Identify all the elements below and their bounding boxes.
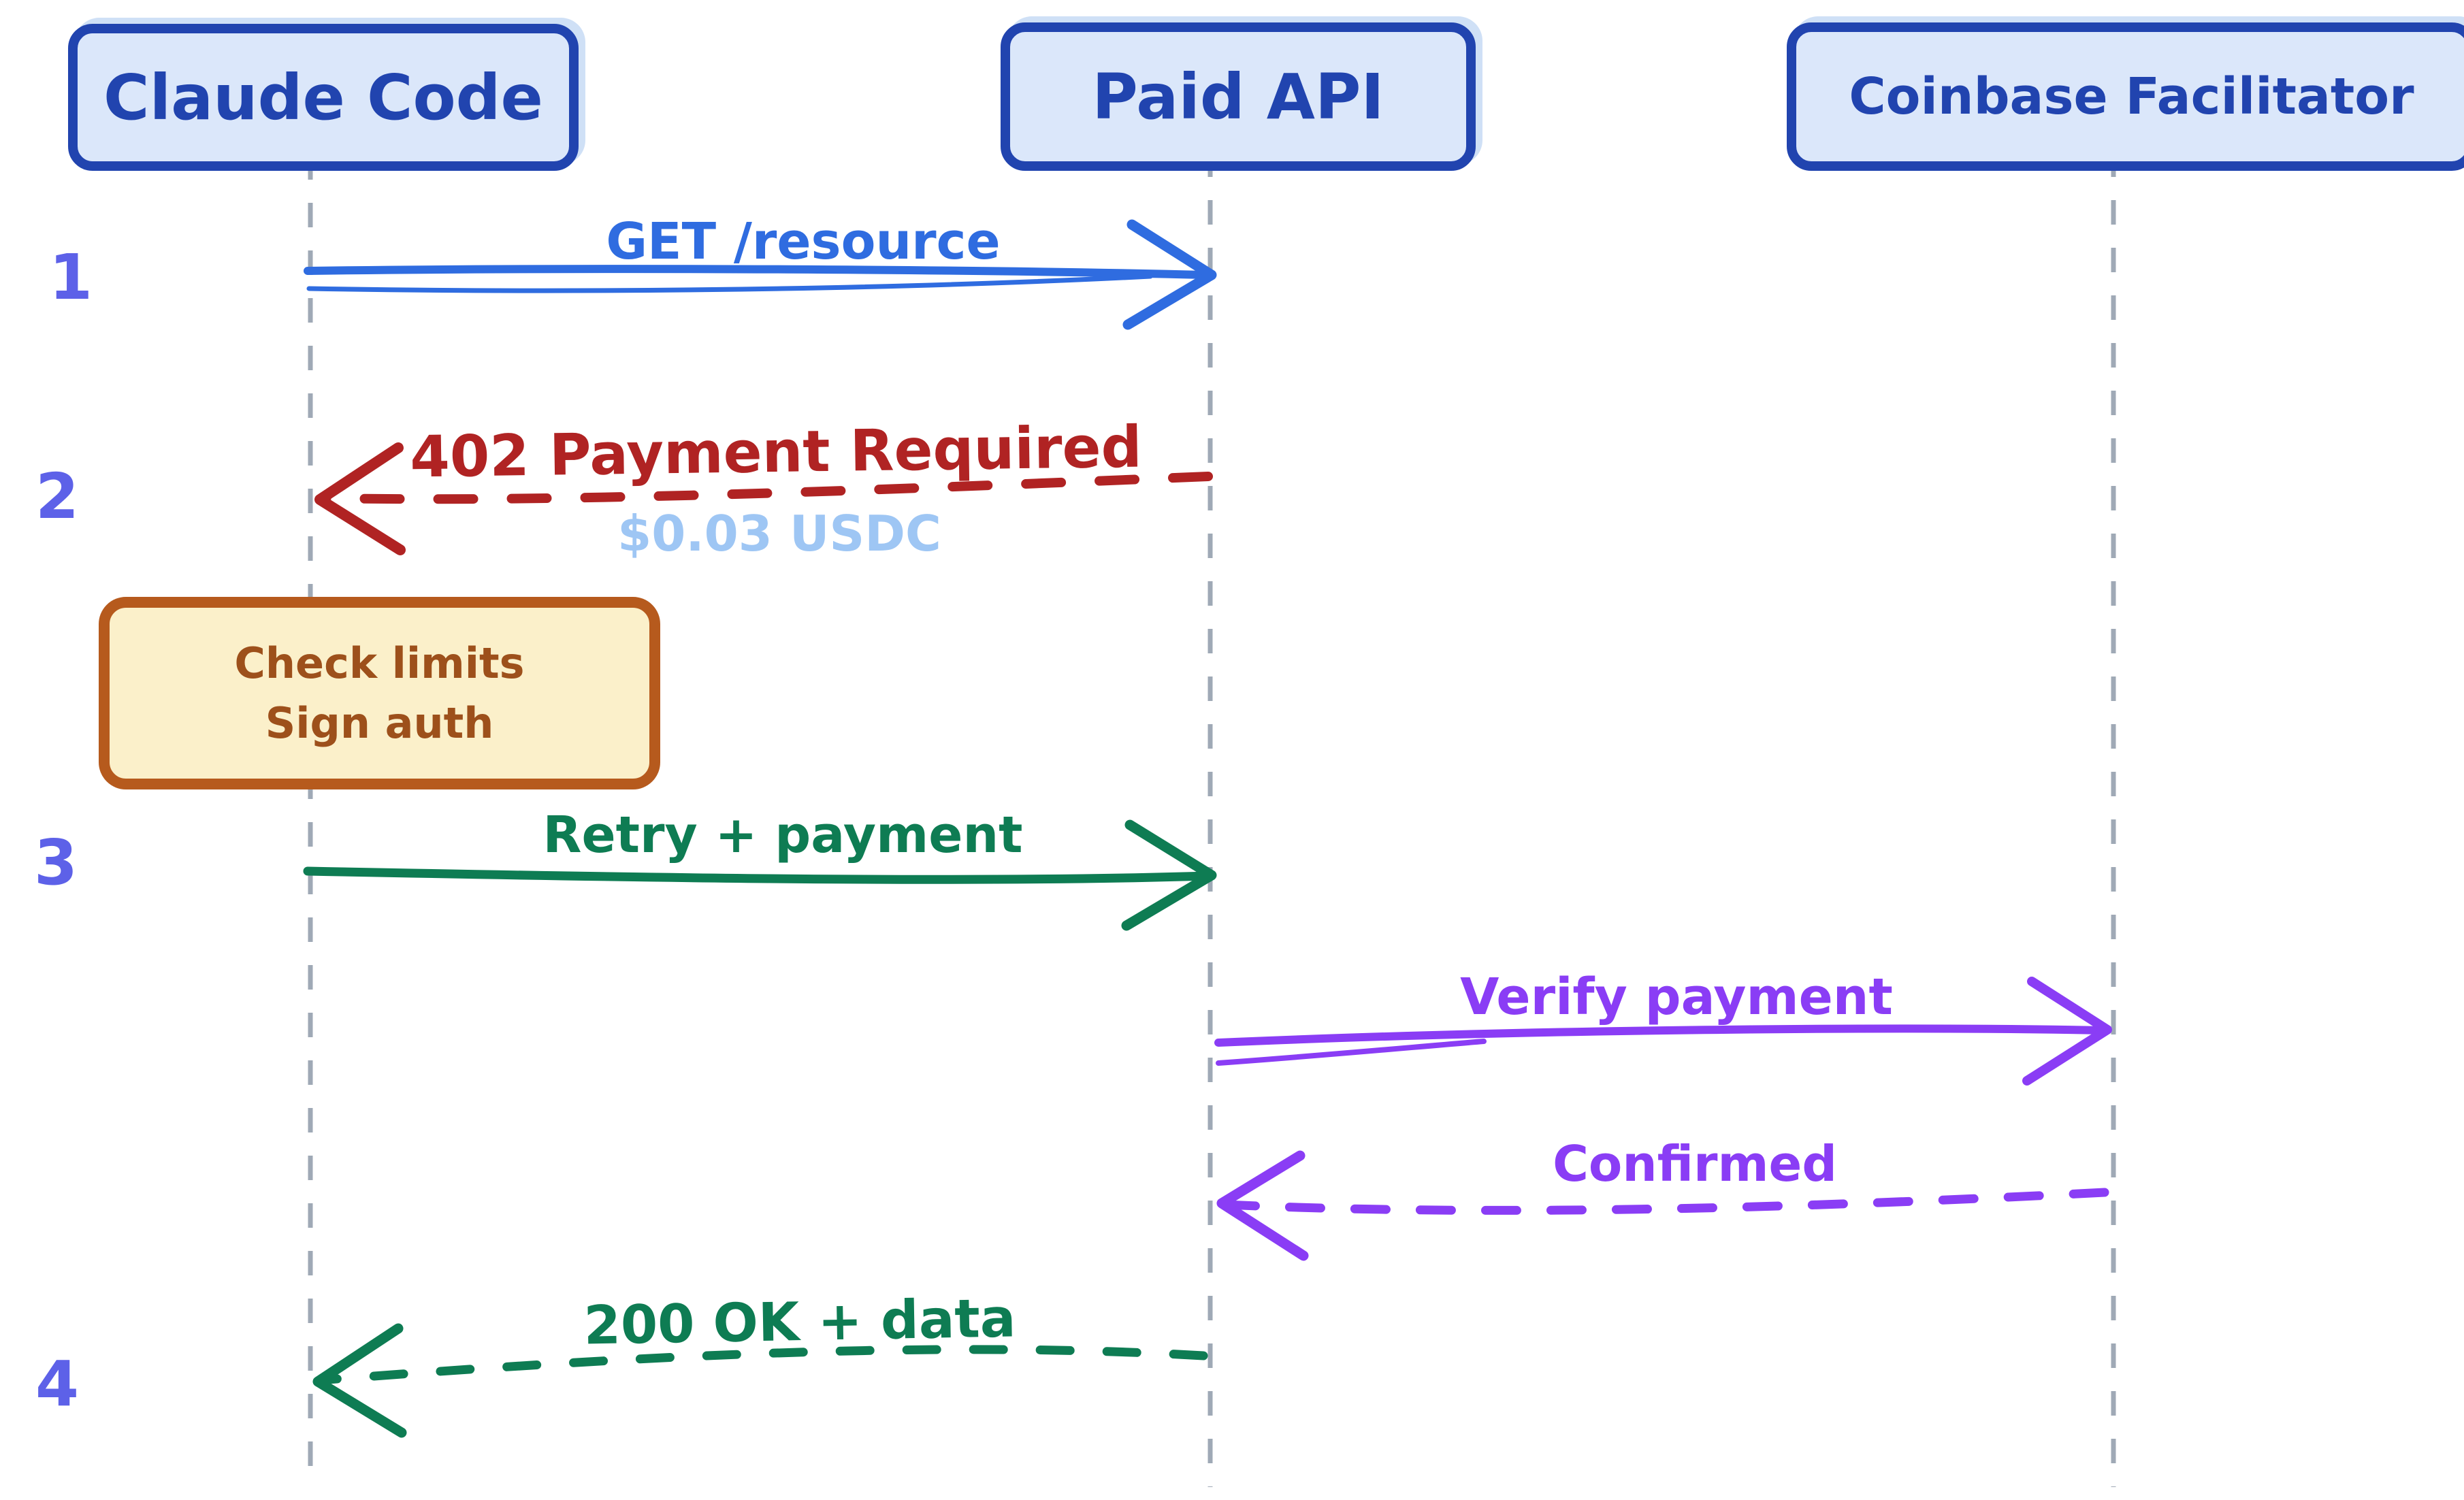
step-number-2: 2 [35, 460, 80, 533]
arrow-confirmed [1216, 1150, 2109, 1261]
note-line-2: Sign auth [265, 698, 494, 748]
message-label-402-payment-required: 402 Payment Required [409, 413, 1143, 491]
arrowhead-right-icon [1121, 819, 1217, 931]
arrow-402-payment-required [314, 442, 1213, 555]
message-sublabel-usdc-amount: $0.03 USDC [617, 505, 941, 562]
arrow-get-resource [304, 219, 1217, 330]
message-label-retry-payment: Retry + payment [542, 806, 1023, 864]
actor-label: Paid API [1092, 60, 1384, 133]
message-label-200-ok-data: 200 OK + data [583, 1288, 1017, 1357]
step-number-4: 4 [35, 1348, 80, 1420]
actor-paid-api: Paid API [1001, 22, 1476, 171]
arrowhead-right-icon [2022, 977, 2112, 1086]
actor-label: Coinbase Facilitator [1849, 67, 2414, 126]
arrowhead-left-icon [312, 1323, 407, 1438]
message-label-confirmed: Confirmed [1553, 1135, 1837, 1192]
arrowhead-left-icon [1216, 1150, 1309, 1261]
arrowhead-right-icon [1122, 219, 1217, 330]
actor-claude-code: Claude Code [68, 24, 579, 171]
step-number-3: 3 [34, 826, 78, 899]
actor-label: Claude Code [103, 61, 543, 134]
arrowhead-left-icon [314, 442, 406, 555]
message-label-get-resource: GET /resource [606, 212, 1001, 271]
arrow-verify-payment [1214, 977, 2112, 1086]
arrow-200-ok-data [312, 1323, 1208, 1438]
note-line-1: Check limits [234, 638, 525, 688]
message-label-verify-payment: Verify payment [1460, 968, 1893, 1026]
actor-coinbase-facilitator: Coinbase Facilitator [1787, 22, 2464, 171]
step-number-1: 1 [49, 241, 93, 314]
note-check-limits-sign-auth: Check limits Sign auth [99, 597, 660, 789]
arrow-retry-payment [303, 819, 1217, 931]
